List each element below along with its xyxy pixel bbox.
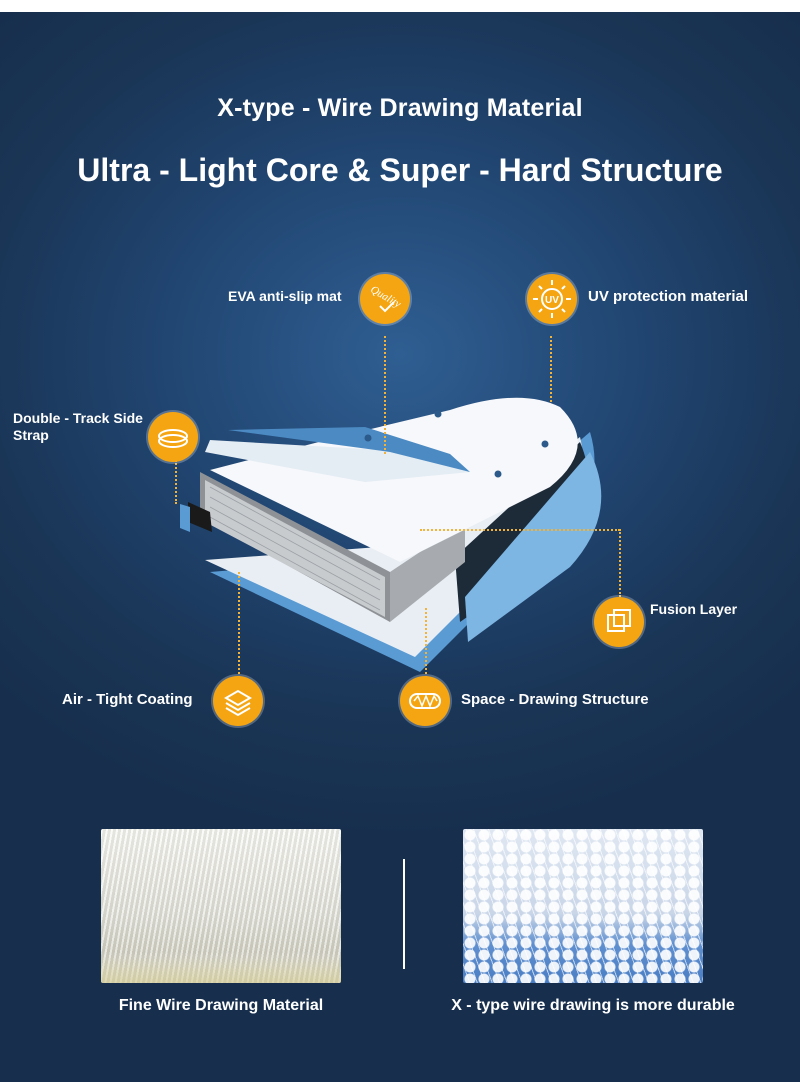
stacked-layers-icon	[213, 676, 263, 726]
fusion-leader-line-v	[619, 529, 621, 597]
uv-sun-icon: UV	[527, 274, 577, 324]
space-label: Space - Drawing Structure	[461, 691, 649, 708]
overlapping-squares-icon	[594, 597, 644, 647]
quality-badge-text: Quality	[368, 284, 403, 311]
uv-badge-text: UV	[545, 295, 559, 306]
uv-label: UV protection material	[588, 288, 749, 305]
double-track-strap-icon	[148, 412, 198, 462]
page-subtitle: Ultra - Light Core & Super - Hard Struct…	[77, 152, 723, 188]
photo-divider	[403, 859, 405, 969]
coating-leader-line	[238, 572, 240, 682]
strap-leader-line	[175, 460, 177, 504]
product-infographic: X-type - Wire Drawing Material Ultra - L…	[0, 12, 800, 1082]
wire-mesh-icon	[400, 676, 450, 726]
x-type-caption: X - type wire drawing is more durable	[451, 997, 735, 1014]
quality-seal-icon: Quality	[360, 274, 410, 324]
fusion-leader-line-h	[420, 529, 620, 531]
strap-label: Double - Track Side Strap	[13, 410, 143, 443]
board-layers-illustration	[180, 397, 602, 672]
coating-label: Air - Tight Coating	[62, 691, 193, 708]
fusion-label: Fusion Layer	[650, 601, 738, 617]
page-title: X-type - Wire Drawing Material	[217, 94, 583, 122]
eva-label: EVA anti-slip mat	[228, 288, 342, 304]
eva-leader-line	[384, 336, 386, 454]
uv-leader-line	[550, 336, 552, 402]
x-type-wire-photo	[463, 829, 703, 983]
fine-wire-photo	[101, 829, 341, 983]
fine-wire-caption: Fine Wire Drawing Material	[118, 997, 324, 1014]
space-leader-line	[425, 608, 427, 686]
